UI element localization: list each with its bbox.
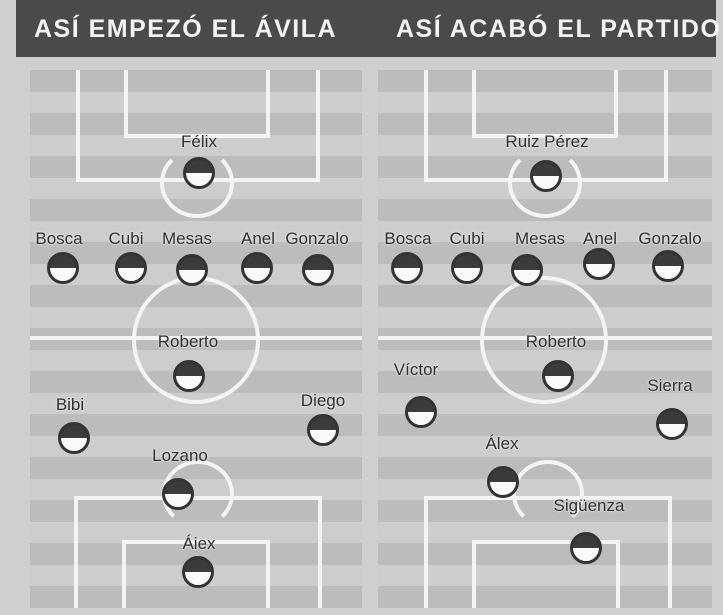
player-name: Anel [582, 229, 618, 248]
player-marker [542, 360, 574, 392]
player-marker [241, 252, 273, 284]
player-marker [530, 160, 562, 192]
player-marker [307, 414, 339, 446]
left-title: ASÍ EMPEZÓ EL ÁVILA [34, 15, 338, 43]
player-name: Ruiz Pérez [505, 132, 589, 151]
player-name: Sierra [647, 376, 693, 395]
player-marker [405, 396, 437, 428]
player-name: Diego [300, 391, 346, 410]
player-marker [183, 157, 215, 189]
player-name: Áiex [182, 534, 216, 553]
player-marker [570, 532, 602, 564]
player-marker [583, 248, 615, 280]
player-name: Álex [485, 434, 519, 453]
player-name: Sigüenza [553, 496, 625, 515]
penalty-arc-top-left [160, 148, 234, 218]
player-marker [511, 254, 543, 286]
player-name: Félix [181, 132, 217, 151]
player-name: Gonzalo [638, 229, 702, 248]
player-name: Víctor [393, 360, 439, 379]
player-marker [176, 254, 208, 286]
player-marker [487, 466, 519, 498]
player-marker [162, 478, 194, 510]
player-marker [47, 252, 79, 284]
goal-box-bottom-right [472, 540, 620, 544]
player-marker [173, 360, 205, 392]
goal-box-bottom-left [122, 540, 270, 544]
header-bar: ASÍ EMPEZÓ EL ÁVILA ASÍ ACABÓ EL PARTIDO [16, 0, 720, 57]
player-name: Anel [240, 229, 276, 248]
player-name: Gonzalo [285, 229, 349, 248]
penalty-box-bottom-left [74, 496, 322, 500]
center-circle-right [480, 276, 608, 404]
penalty-arc-bottom-right [512, 460, 584, 528]
player-marker [652, 250, 684, 282]
penalty-box-top-left [76, 70, 80, 182]
goal-box-top-right [472, 70, 476, 138]
goal-box-top-left [124, 70, 128, 138]
player-marker [58, 422, 90, 454]
penalty-arc-top-right [508, 148, 582, 218]
player-marker [451, 252, 483, 284]
player-marker [115, 252, 147, 284]
player-name: Roberto [525, 332, 587, 351]
player-name: Cubi [449, 229, 485, 248]
player-name: Roberto [157, 332, 219, 351]
player-name: Lozano [152, 446, 208, 465]
player-marker [656, 408, 688, 440]
player-marker [182, 556, 214, 588]
right-title: ASÍ ACABÓ EL PARTIDO [396, 15, 722, 43]
player-name: Bibi [55, 395, 85, 414]
right-pitch [378, 70, 712, 608]
player-marker [302, 254, 334, 286]
penalty-box-top-right [424, 70, 428, 182]
player-name: Bosca [384, 229, 432, 248]
penalty-box-bottom-right [424, 496, 672, 500]
player-name: Cubi [108, 229, 144, 248]
player-marker [391, 252, 423, 284]
player-name: Bosca [35, 229, 83, 248]
player-name: Mesas [514, 229, 566, 248]
player-name: Mesas [161, 229, 213, 248]
